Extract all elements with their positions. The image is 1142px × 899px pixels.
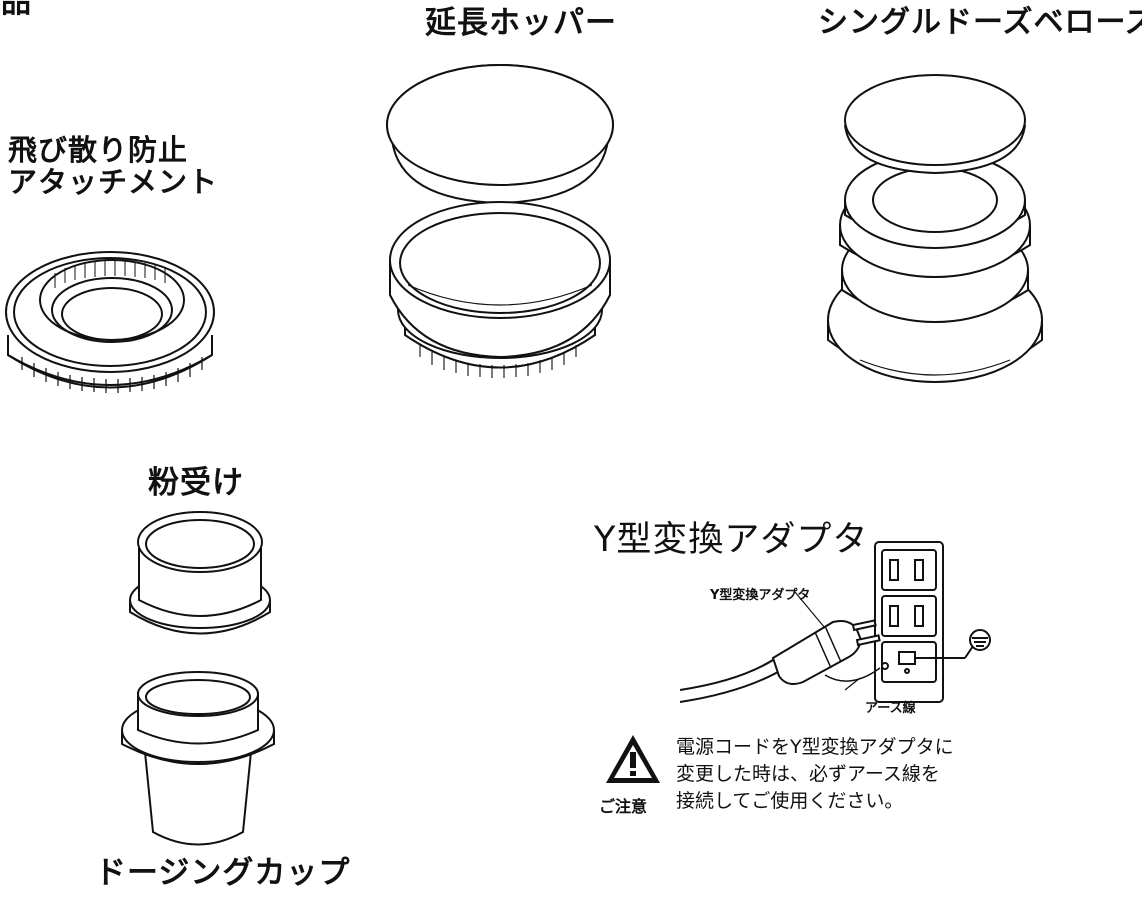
diagram-earth-label: アース線 xyxy=(865,701,916,716)
single-dose-bellows-illustration xyxy=(820,70,1050,410)
caution-text-line1: 電源コードをY型変換アダプタに xyxy=(676,736,954,758)
extension-hopper-label: 延長ホッパー xyxy=(425,5,617,41)
single-dose-bellows-label: シングルドーズベローズ xyxy=(818,5,1142,40)
y-adapter-diagram xyxy=(675,540,995,720)
splash-guard-illustration xyxy=(0,240,230,410)
caution-text: 電源コードをY型変換アダプタに 変更した時は、必ずアース線を 接続してご使用くだ… xyxy=(676,734,954,815)
caution-text-line3: 接続してご使用ください。 xyxy=(676,790,904,812)
powder-receiver-label: 粉受け xyxy=(148,465,244,501)
powder-receiver-illustration xyxy=(125,510,275,660)
caution-label: ご注意 xyxy=(599,797,648,816)
diagram-adapter-label: Y型変換アダプタ xyxy=(710,588,811,603)
splash-guard-label: 飛び散り防止 アタッチメント xyxy=(8,133,219,199)
extension-hopper-illustration xyxy=(380,64,620,395)
y-adapter-title: Y型変換アダプタ xyxy=(594,520,869,560)
warning-triangle-icon xyxy=(604,733,662,785)
splash-guard-label-line1: 飛び散り防止 xyxy=(8,133,189,167)
splash-guard-label-line2: アタッチメント xyxy=(8,164,219,199)
caution-text-line2: 変更した時は、必ずアース線を xyxy=(676,763,940,785)
dosing-cup-label: ドージングカップ xyxy=(95,855,351,891)
dosing-cup-illustration xyxy=(118,671,278,852)
section-title: 属品 xyxy=(0,0,32,20)
